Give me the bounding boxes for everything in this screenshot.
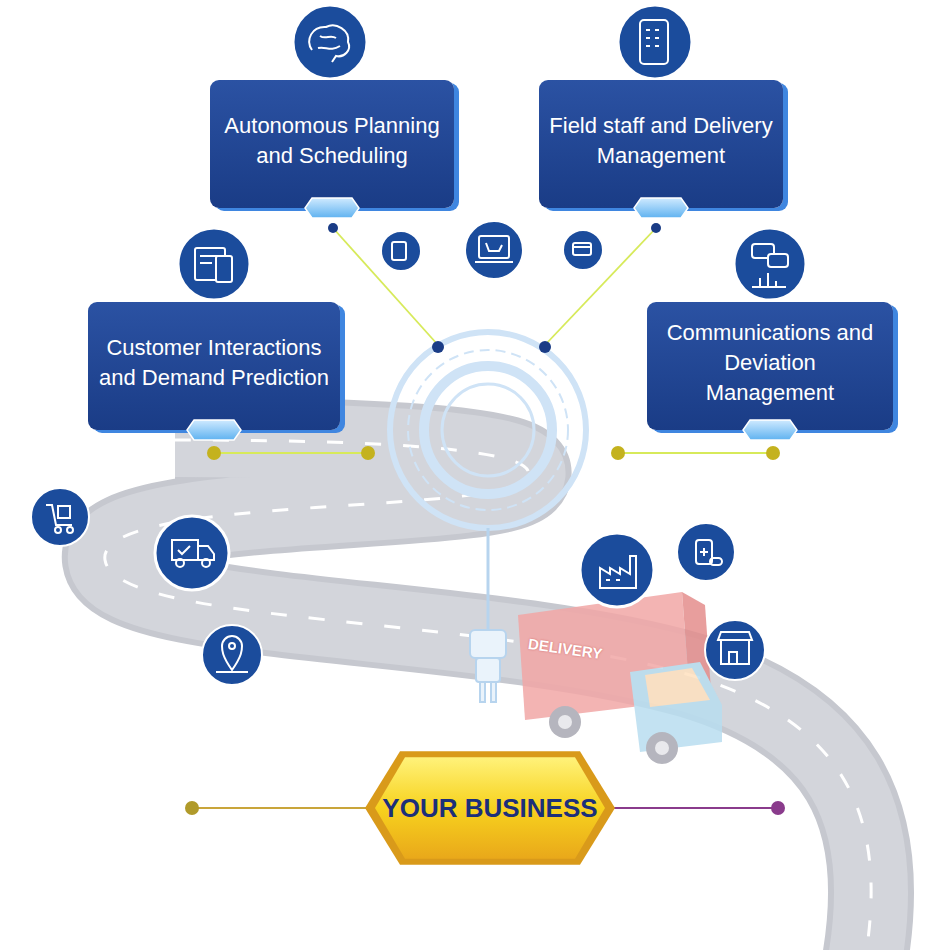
devices-icon <box>178 228 250 300</box>
business-hexagon: YOUR BUSINESS <box>365 749 615 867</box>
box-tab <box>186 419 242 441</box>
shop-icon <box>705 620 765 680</box>
module-title: Field staff and Delivery Management <box>549 111 773 171</box>
module-box: Autonomous Planning and Scheduling <box>210 80 454 208</box>
card-icon <box>381 231 421 271</box>
road-centre-line <box>105 440 871 950</box>
business-title: YOUR BUSINESS <box>382 791 597 825</box>
module-title: Customer Interactions and Demand Predict… <box>98 333 330 393</box>
payment-icon <box>563 230 603 270</box>
phone-icon <box>618 5 692 79</box>
hub-rings <box>390 332 586 528</box>
road <box>105 440 871 950</box>
module-title: Communications and Deviation Management <box>657 318 883 408</box>
medicine-icon <box>677 523 735 581</box>
truck-check-icon <box>155 516 229 590</box>
trolley-icon <box>31 488 89 546</box>
plug <box>470 528 506 702</box>
box-tab <box>742 419 798 441</box>
map-pin-icon <box>202 625 262 685</box>
chat-chart-icon <box>734 228 806 300</box>
brain-icon <box>293 5 367 79</box>
module-title: Autonomous Planning and Scheduling <box>220 111 444 171</box>
module-box: Customer Interactions and Demand Predict… <box>88 302 340 430</box>
factory-icon <box>580 533 654 607</box>
module-box: Communications and Deviation Management <box>647 302 893 430</box>
module-box: Field staff and Delivery Management <box>539 80 783 208</box>
box-tab <box>633 197 689 219</box>
cart-icon <box>465 221 523 279</box>
delivery-truck <box>518 592 722 764</box>
road-surface <box>105 440 871 950</box>
box-tab <box>304 197 360 219</box>
truck-label: DELIVERY <box>527 635 603 662</box>
